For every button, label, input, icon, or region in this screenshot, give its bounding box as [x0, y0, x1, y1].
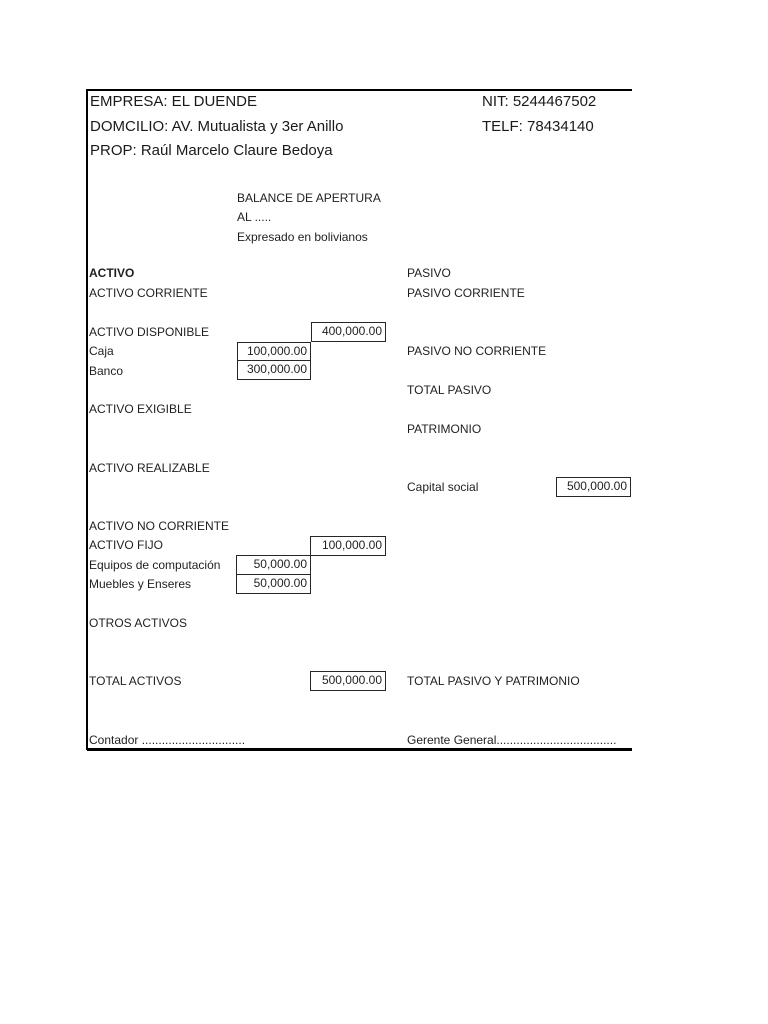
activo-exigible-label: ACTIVO EXIGIBLE: [89, 402, 192, 416]
activo-section-label: ACTIVO: [89, 266, 135, 280]
banco-value-cell: 300,000.00: [237, 360, 311, 380]
total-activos-label: TOTAL ACTIVOS: [89, 674, 182, 688]
banco-label: Banco: [89, 364, 124, 378]
equipos-value-cell: 50,000.00: [236, 555, 311, 575]
activo-no-corriente-label: ACTIVO NO CORRIENTE: [89, 519, 230, 533]
sheet-bottom-border: [87, 748, 632, 751]
company-phone: TELF: 78434140: [482, 118, 594, 135]
statement-currency: Expresado en bolivianos: [237, 230, 368, 244]
capital-social-label: Capital social: [407, 480, 479, 494]
activo-disponible-label: ACTIVO DISPONIBLE: [89, 325, 210, 339]
contador-signature-line: Contador ...............................: [89, 733, 246, 747]
company-name: EMPRESA: EL DUENDE: [90, 93, 257, 110]
company-owner: PROP: Raúl Marcelo Claure Bedoya: [90, 142, 333, 159]
muebles-label: Muebles y Enseres: [89, 577, 192, 591]
muebles-value-cell: 50,000.00: [236, 574, 311, 594]
equipos-label: Equipos de computación: [89, 558, 221, 572]
sheet-left-border: [86, 89, 88, 750]
caja-value-cell: 100,000.00: [237, 342, 311, 361]
activo-fijo-value-cell: 100,000.00: [310, 536, 386, 556]
sheet-top-border: [87, 89, 632, 91]
total-pasivo-label: TOTAL PASIVO: [407, 383, 492, 397]
pasivo-no-corriente-label: PASIVO NO CORRIENTE: [407, 344, 547, 358]
company-nit: NIT: 5244467502: [482, 93, 597, 110]
activo-realizable-label: ACTIVO REALIZABLE: [89, 461, 210, 475]
otros-activos-label: OTROS ACTIVOS: [89, 616, 188, 630]
statement-date: AL .....: [237, 210, 272, 224]
capital-social-value-cell: 500,000.00: [556, 477, 631, 497]
total-pasivo-patrimonio-label: TOTAL PASIVO Y PATRIMONIO: [407, 674, 580, 688]
activo-fijo-label: ACTIVO FIJO: [89, 538, 164, 552]
company-address: DOMCILIO: AV. Mutualista y 3er Anillo: [90, 118, 344, 135]
activo-disponible-value-cell: 400,000.00: [311, 322, 386, 342]
caja-label: Caja: [89, 344, 114, 358]
gerente-signature-line: Gerente General.........................…: [407, 733, 617, 747]
patrimonio-label: PATRIMONIO: [407, 422, 482, 436]
pasivo-corriente-label: PASIVO CORRIENTE: [407, 286, 525, 300]
statement-title: BALANCE DE APERTURA: [237, 191, 381, 205]
total-activos-value-cell: 500,000.00: [310, 671, 386, 691]
activo-corriente-label: ACTIVO CORRIENTE: [89, 286, 208, 300]
pasivo-section-label: PASIVO: [407, 266, 451, 280]
